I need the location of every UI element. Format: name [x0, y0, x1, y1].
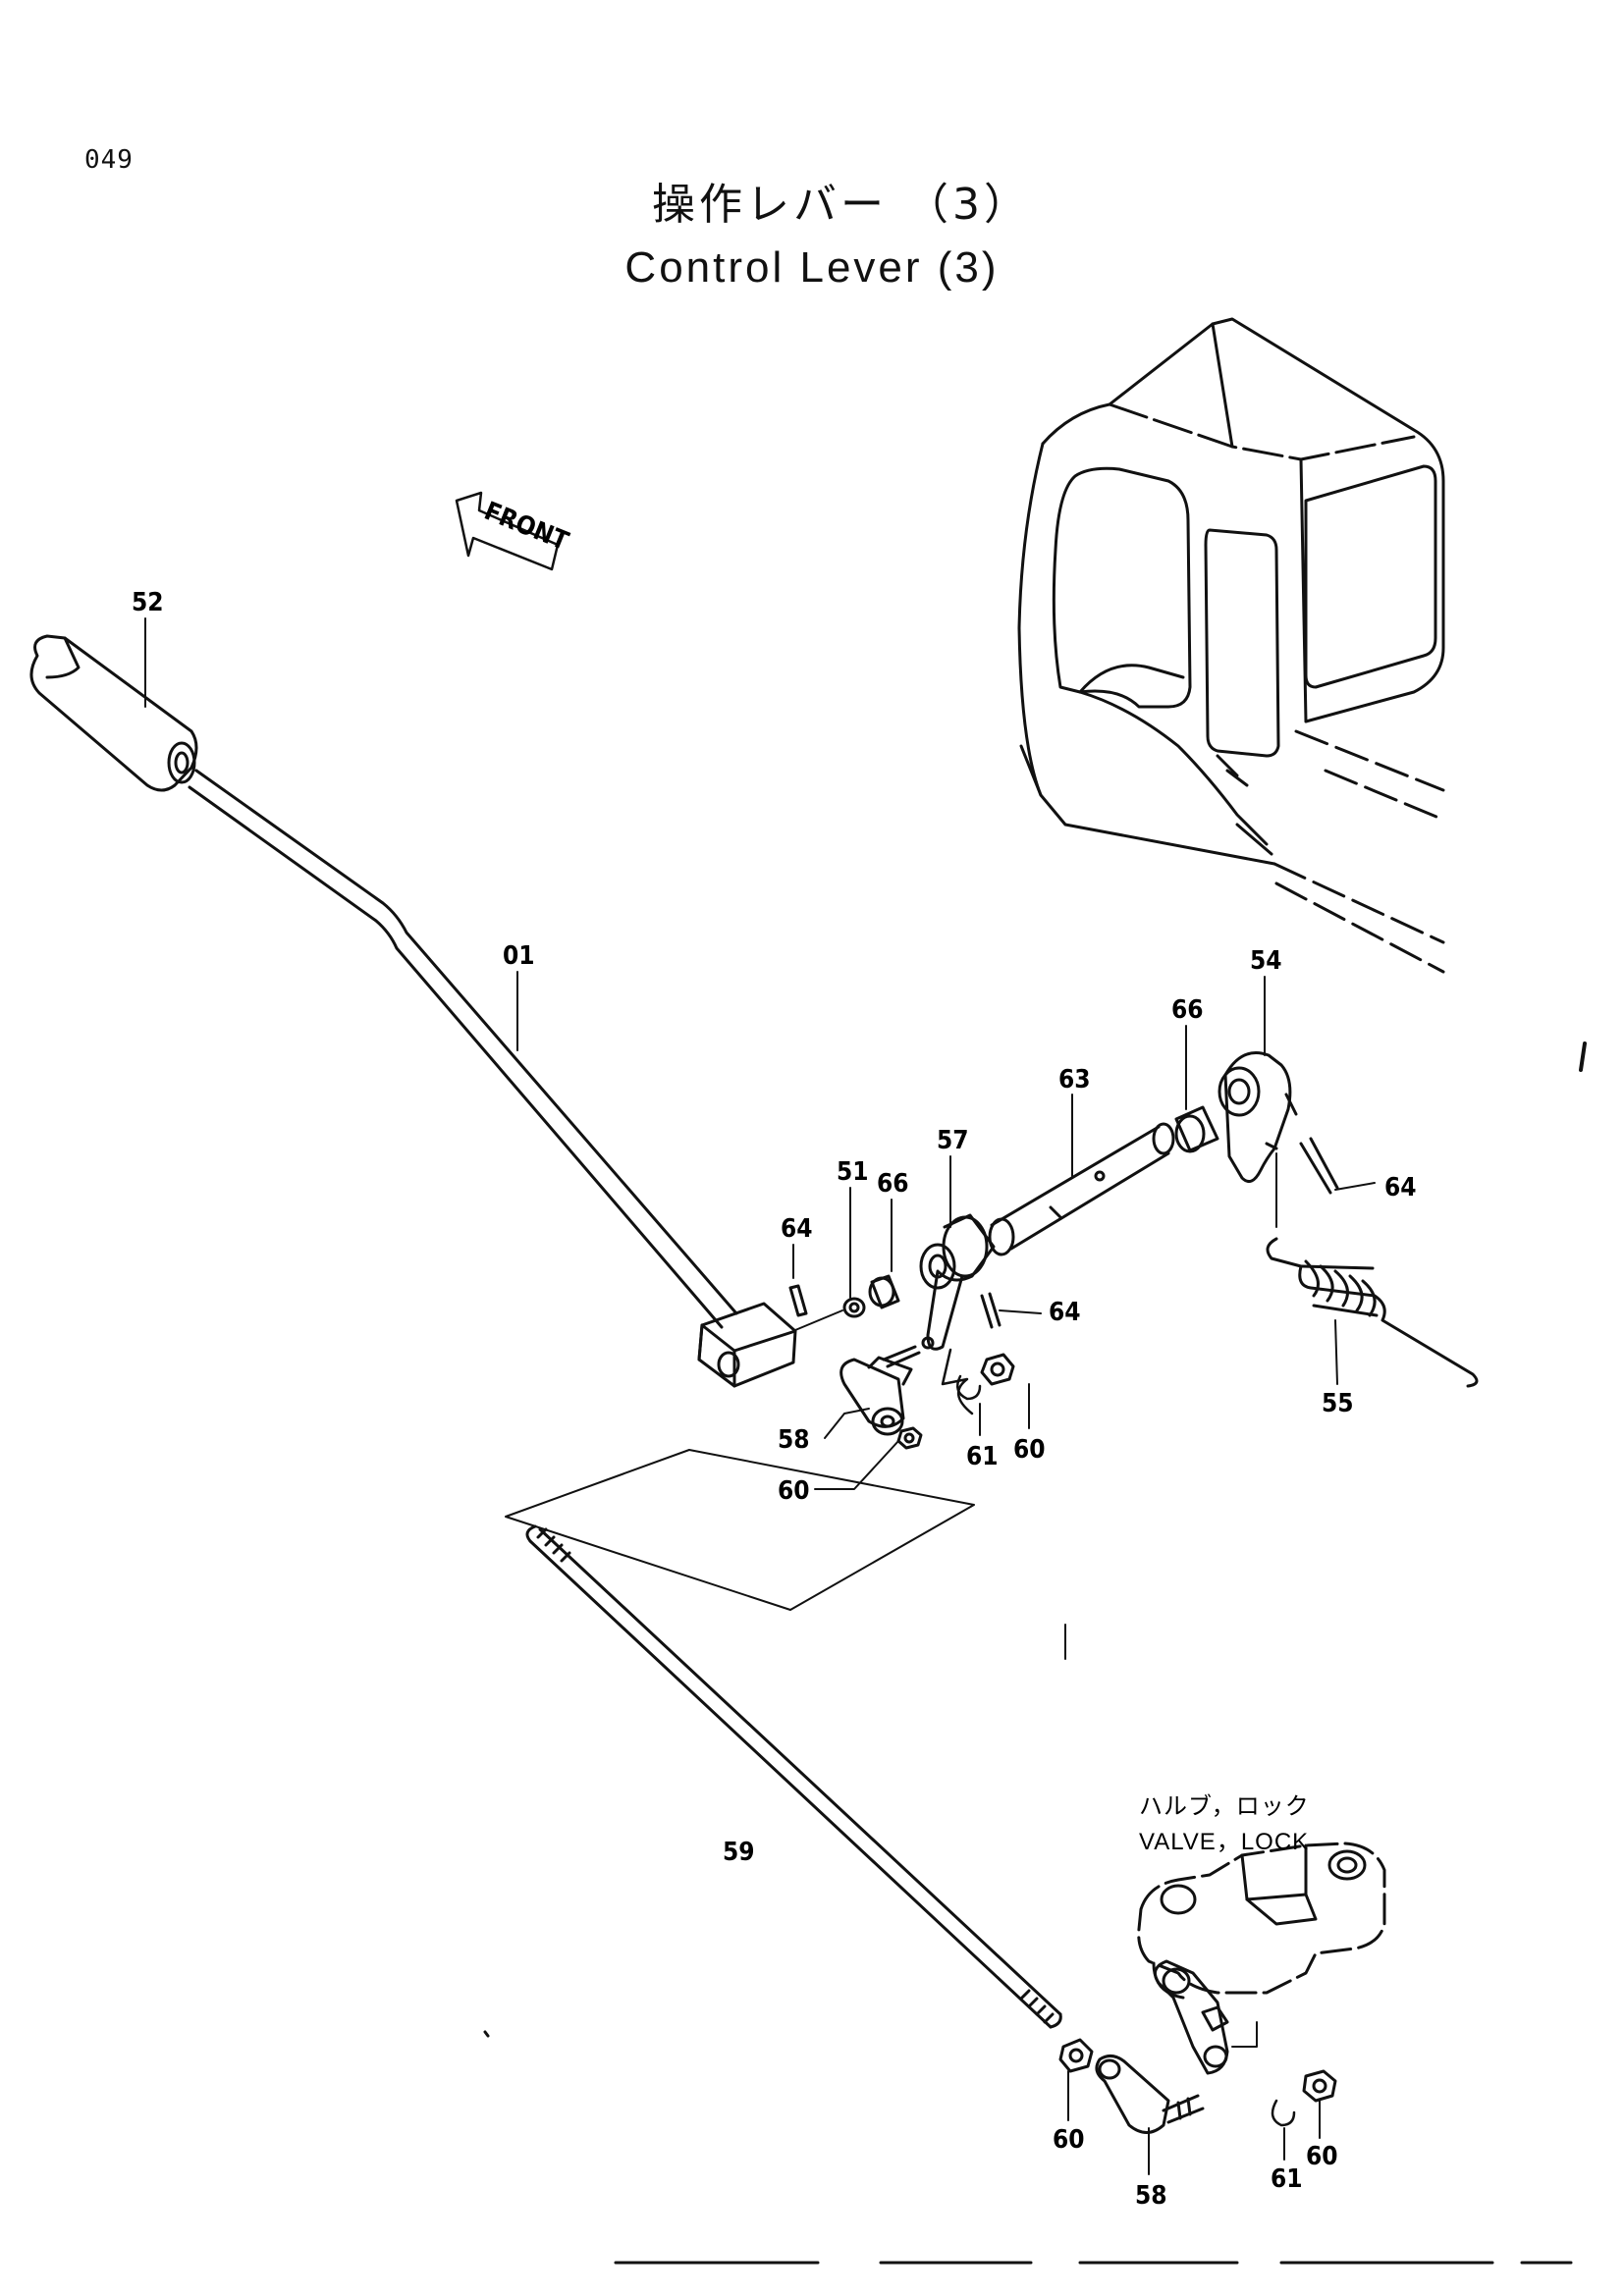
- callout: 51: [837, 1157, 869, 1187]
- callout: 57: [937, 1126, 969, 1155]
- title-block: 操作レバー （3） Control Lever (3): [0, 169, 1624, 293]
- callout: 66: [877, 1169, 909, 1199]
- valve-caption-en: VALVE，LOCK: [1139, 1829, 1309, 1855]
- pin-63: [988, 1122, 1175, 1256]
- callout: 60: [1306, 2142, 1338, 2171]
- lock-valve: [1137, 1842, 1386, 2075]
- lever-arm-57: [919, 1213, 996, 1415]
- callout: 61: [966, 1442, 999, 1471]
- callout: 64: [1049, 1298, 1081, 1327]
- ball-joint-58-upper: [839, 1345, 921, 1436]
- front-arrow-icon: [455, 491, 560, 571]
- front-label: FRONT: [480, 497, 572, 557]
- callouts: 52 01 64 51 66 57 63 66 54 64 64 55 58 6…: [132, 588, 1417, 2211]
- title-english: Control Lever (3): [624, 243, 1000, 292]
- callout: 55: [1322, 1389, 1354, 1418]
- callout: 60: [1013, 1435, 1046, 1465]
- callout: 64: [781, 1214, 813, 1244]
- callout: 58: [1135, 2181, 1167, 2211]
- callout: 52: [132, 588, 164, 617]
- callout: 60: [778, 1476, 810, 1506]
- callout: 64: [1384, 1173, 1417, 1202]
- ball-joint-58-lower: [1095, 2055, 1205, 2175]
- valve-caption-ja: ハルブ，ロック: [1139, 1793, 1310, 1820]
- callout: 59: [723, 1838, 755, 1867]
- callout: 58: [778, 1425, 810, 1455]
- lever-arm-54: [1218, 1051, 1298, 1228]
- callout: 61: [1271, 2164, 1303, 2194]
- page-number: 049: [84, 145, 134, 175]
- callout: 54: [1250, 946, 1282, 976]
- callout: 01: [503, 941, 535, 971]
- control-lever: [29, 634, 797, 1388]
- rod-59: [525, 1524, 1062, 2029]
- callout: 60: [1053, 2125, 1085, 2155]
- title-japanese: 操作レバー （3）: [652, 180, 1031, 230]
- callout: 66: [1171, 995, 1204, 1025]
- cab-outline: [1017, 317, 1445, 974]
- spring-55: [1266, 1237, 1479, 1388]
- callout: 63: [1058, 1065, 1091, 1095]
